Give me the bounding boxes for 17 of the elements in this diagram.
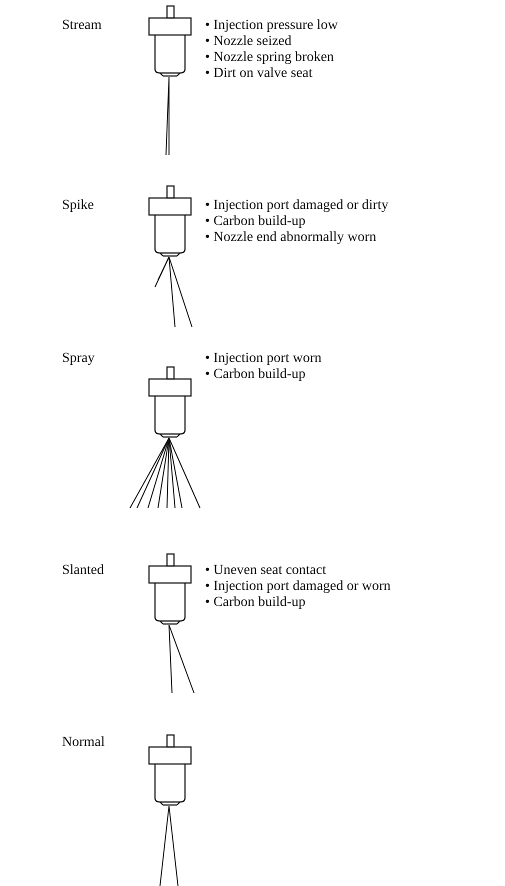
- pattern-name: Spike: [62, 198, 94, 214]
- cause-text: • Carbon build-up: [205, 367, 306, 383]
- cause-text: • Injection port damaged or dirty: [205, 198, 388, 214]
- cause-text: • Nozzle seized: [205, 34, 292, 50]
- cause-text: • Injection pressure low: [205, 18, 338, 34]
- cause-text: • Nozzle spring broken: [205, 50, 334, 66]
- cause-text: • Carbon build-up: [205, 214, 306, 230]
- cause-text: • Nozzle end abnormally worn: [205, 230, 376, 246]
- pattern-name: Stream: [62, 18, 102, 34]
- cause-text: • Uneven seat contact: [205, 563, 326, 579]
- cause-text: • Dirt on valve seat: [205, 66, 313, 82]
- pattern-name: Slanted: [62, 563, 104, 579]
- cause-text: • Injection port damaged or worn: [205, 579, 391, 595]
- pattern-name: Normal: [62, 735, 105, 751]
- cause-text: • Injection port worn: [205, 351, 322, 367]
- cause-text: • Carbon build-up: [205, 595, 306, 611]
- pattern-name: Spray: [62, 351, 95, 367]
